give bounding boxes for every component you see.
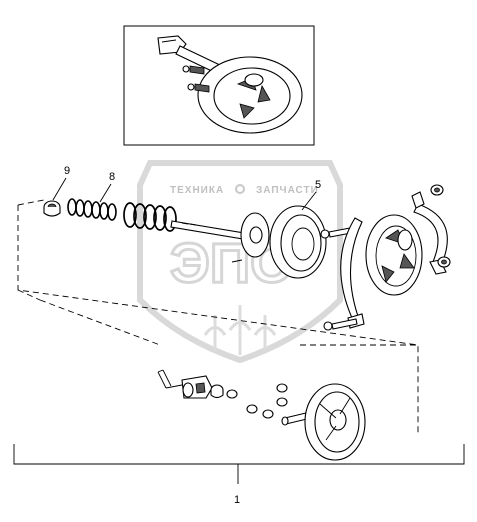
part-9-nut xyxy=(43,200,61,217)
clamp-band-right xyxy=(411,191,448,275)
callout-8: 8 xyxy=(99,171,115,203)
callout-label-5: 5 xyxy=(315,179,321,191)
clamp-nuts xyxy=(430,184,451,268)
callout-label-1: 1 xyxy=(234,494,240,506)
diaphragm-plate xyxy=(231,212,270,263)
watermark-left-word: ТЕХНИКА xyxy=(170,185,224,196)
upper-bolt xyxy=(320,227,352,239)
callout-9: 9 xyxy=(52,165,70,201)
brake-chamber-housing xyxy=(304,383,366,461)
cotter-pin xyxy=(157,369,183,389)
callout-label-8: 8 xyxy=(109,171,115,183)
watermark-right-word: ЗАПЧАСТИ xyxy=(256,185,319,196)
assembly-outline-dashed xyxy=(17,199,419,435)
callout-label-9: 9 xyxy=(64,165,70,177)
callout-5: 5 xyxy=(301,179,321,211)
clevis-fork xyxy=(181,375,213,399)
assembled-view-inset xyxy=(123,25,315,146)
washer-nut-set xyxy=(226,383,288,419)
housing-cover xyxy=(365,214,423,296)
watermark-gear-icon xyxy=(235,184,245,194)
watermark-shield xyxy=(137,160,343,364)
part-8-small-spring xyxy=(67,198,117,221)
lower-bolt xyxy=(323,318,358,331)
watermark-wheat-icon xyxy=(203,305,277,355)
clevis-nut xyxy=(210,384,224,399)
large-spring xyxy=(123,202,177,232)
assembly-bracket: 1 xyxy=(13,444,465,506)
part-5-diaphragm xyxy=(269,205,327,279)
